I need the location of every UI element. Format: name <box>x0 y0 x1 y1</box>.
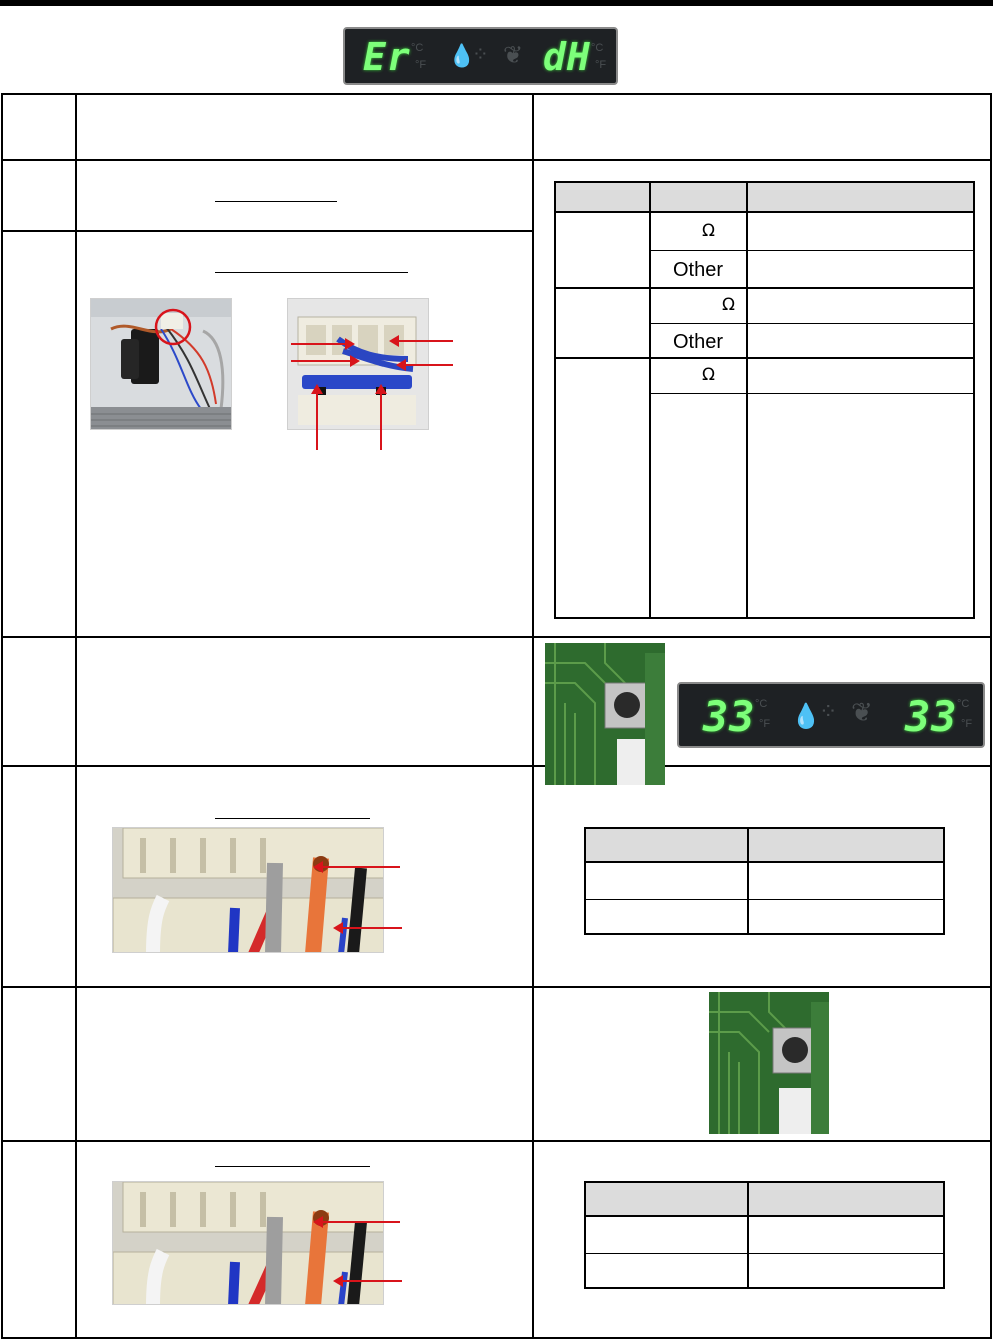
arrow-3 <box>389 335 453 347</box>
row-divider-header <box>1 159 992 161</box>
pcb-graphic <box>545 643 665 785</box>
res-group-line-1 <box>556 287 973 289</box>
dots-icon-2: ⁘ <box>819 700 838 725</box>
resistance-table-header <box>556 183 973 213</box>
arrowhead <box>375 384 387 394</box>
row-divider-4 <box>1 986 992 988</box>
left-unit-f-2: °F <box>759 718 771 730</box>
left-readout-2: 33 <box>703 692 756 741</box>
arrow-6 <box>375 384 387 450</box>
droplet-icon-2: 💧 <box>791 702 821 730</box>
value-table-1 <box>584 827 945 935</box>
setting-display-panel: 33 °C °F 💧 ⁘ ❦ 33 °C °F <box>677 682 985 748</box>
col-divider-2 <box>532 93 534 1339</box>
value-table-1-row <box>586 899 943 900</box>
underline-2 <box>215 272 408 273</box>
arrow-9 <box>313 1216 400 1228</box>
arrowhead <box>311 384 323 394</box>
underline-1 <box>215 201 337 202</box>
leaf-icon: ❦ <box>503 41 524 69</box>
arrowhead <box>396 359 406 371</box>
wiring-overview-graphic <box>91 299 231 429</box>
value-table-2-row <box>586 1253 943 1254</box>
res-value-1: Ω <box>702 221 715 241</box>
resistance-table: Ω Other Ω Other Ω <box>554 181 975 619</box>
arrowhead <box>350 355 360 367</box>
row-divider-1a <box>1 230 534 232</box>
arrow-2 <box>291 355 360 367</box>
left-unit-c: °C <box>411 42 424 54</box>
arrow-8 <box>333 922 402 934</box>
res-row-line-1 <box>649 250 973 251</box>
left-readout: Er <box>363 35 411 79</box>
top-rule <box>0 0 993 6</box>
res-value-5: Ω <box>702 365 715 385</box>
leaf-icon-2: ❦ <box>851 698 873 728</box>
value-table-2-header <box>586 1183 943 1217</box>
right-unit-c-2: °C <box>957 698 970 710</box>
col-divider-1 <box>75 93 77 1339</box>
right-unit-f: °F <box>595 59 607 71</box>
arrowhead <box>345 338 355 350</box>
terminal-block-photo-1 <box>112 827 384 953</box>
dots-icon: ⁘ <box>472 42 489 66</box>
pcb-button-photo-2 <box>709 992 829 1134</box>
arrow-4 <box>396 359 453 371</box>
terminal-block-graphic-1 <box>113 828 383 952</box>
value-table-1-header <box>586 829 943 863</box>
error-display-panel: Er °C °F 💧 ⁘ ❦ dH °C °F <box>343 27 618 85</box>
value-table-2 <box>584 1181 945 1289</box>
res-col-line-2 <box>746 183 748 617</box>
arrowhead <box>313 861 323 873</box>
arrow-10 <box>333 1275 402 1287</box>
right-readout-2: 33 <box>905 692 958 741</box>
res-row-line-3 <box>649 393 973 394</box>
procedure-table <box>1 93 992 1339</box>
left-unit-f: °F <box>415 59 427 71</box>
res-group-line-2 <box>556 357 973 359</box>
pcb-graphic-2 <box>709 992 829 1134</box>
droplet-icon: 💧 <box>448 44 476 69</box>
right-unit-c: °C <box>591 42 604 54</box>
right-unit-f-2: °F <box>961 718 973 730</box>
row-divider-5 <box>1 1140 992 1142</box>
arrowhead <box>389 335 399 347</box>
terminal-block-graphic-2 <box>113 1182 383 1304</box>
right-readout: dH <box>543 35 591 79</box>
left-unit-c-2: °C <box>755 698 768 710</box>
row-divider-2 <box>1 636 992 638</box>
underline-4 <box>215 1166 370 1167</box>
pcb-button-photo <box>545 643 665 785</box>
underline-3 <box>215 818 370 819</box>
res-value-3: Ω <box>722 295 735 315</box>
arrow-1 <box>291 338 355 350</box>
arrowhead <box>333 922 343 934</box>
res-value-4: Other <box>673 331 724 353</box>
arrowhead <box>333 1275 343 1287</box>
res-value-2: Other <box>673 259 724 281</box>
value-table-1-col <box>747 829 749 933</box>
arrowhead <box>313 1216 323 1228</box>
res-row-line-2 <box>649 323 973 324</box>
value-table-2-col <box>747 1183 749 1287</box>
arrow-5 <box>311 384 323 450</box>
arrow-7 <box>313 861 400 873</box>
terminal-block-photo-2 <box>112 1181 384 1305</box>
res-col-line-1 <box>649 183 651 617</box>
row-divider-3 <box>1 765 992 767</box>
wiring-overview-photo <box>90 298 232 430</box>
